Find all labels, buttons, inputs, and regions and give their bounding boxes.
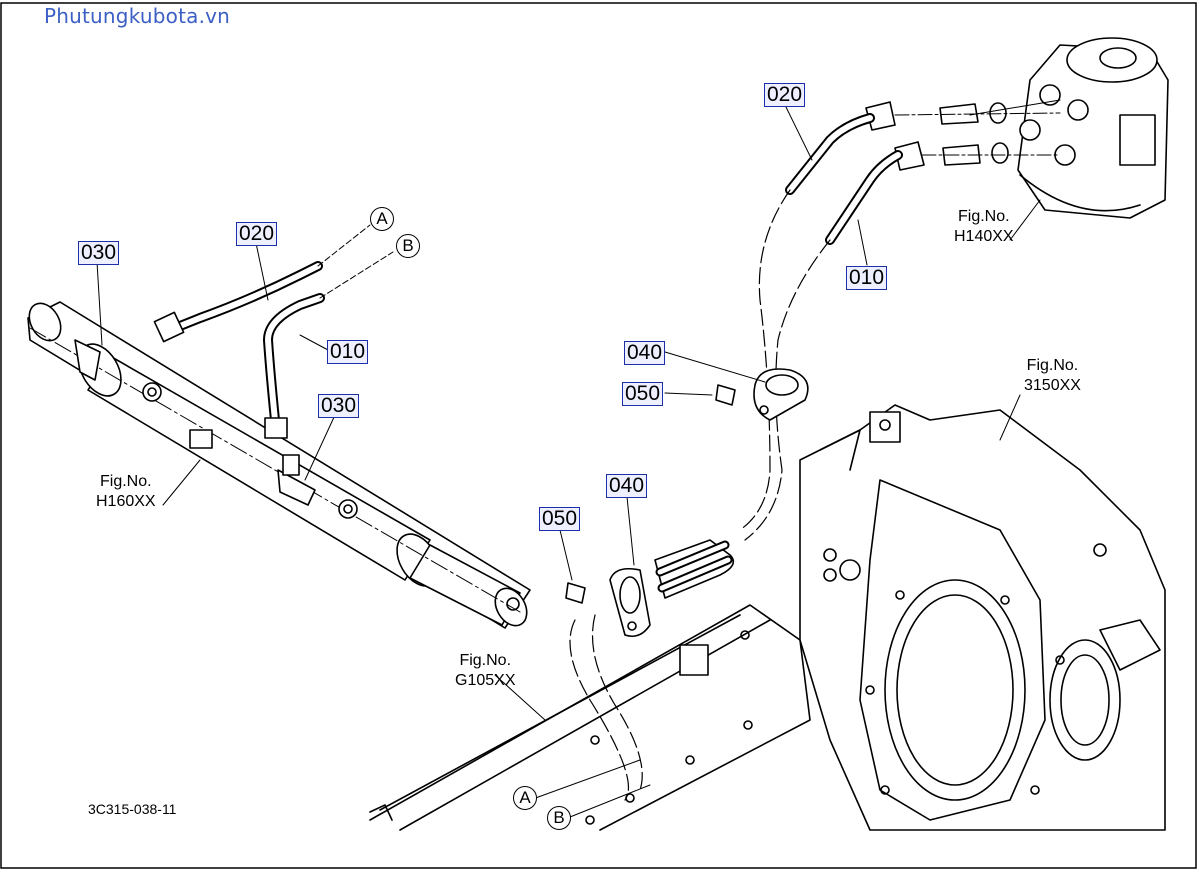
callout-010-left[interactable]: 010: [327, 340, 369, 364]
left-hose-010: [263, 251, 394, 439]
figref-3150xx-caption: Fig.No.: [1026, 357, 1079, 374]
figref-h140xx-caption: Fig.No.: [958, 208, 1010, 225]
marker-b-top: B: [396, 234, 420, 258]
callout-040-top[interactable]: 040: [624, 341, 666, 365]
marker-b-bottom: B: [547, 806, 571, 830]
callout-030-left-top[interactable]: 030: [78, 241, 120, 265]
callout-040-bottom[interactable]: 040: [606, 474, 648, 498]
clamp-bottom: [565, 539, 735, 638]
callout-050-top[interactable]: 050: [622, 382, 664, 406]
front-frame: [369, 604, 811, 831]
figref-h160xx[interactable]: Fig.No. H160XX: [96, 472, 156, 512]
figref-h140xx-code: H140XX: [954, 228, 1014, 245]
elbow-fittings: [74, 339, 316, 506]
right-fittings: [865, 101, 1061, 171]
figref-h140xx[interactable]: Fig.No. H140XX: [954, 207, 1014, 247]
steering-cylinder: [27, 301, 531, 629]
figref-h160xx-caption: Fig.No.: [100, 473, 152, 490]
callout-010-right[interactable]: 010: [846, 266, 888, 290]
callout-030-left-mid[interactable]: 030: [318, 394, 360, 418]
image-code: 3C315-038-11: [88, 801, 177, 817]
marker-a-top: A: [370, 207, 394, 231]
marker-a-bottom: A: [513, 786, 537, 810]
clamp-top: [715, 368, 809, 421]
site-watermark[interactable]: Phutungkubota.vn: [44, 4, 231, 28]
figref-g105xx-code: G105XX: [455, 672, 516, 689]
figref-h160xx-code: H160XX: [96, 493, 156, 510]
left-hose-020: [153, 224, 371, 343]
transmission-housing: [799, 404, 1166, 831]
right-hose-020: [739, 113, 875, 531]
figref-3150xx[interactable]: Fig.No. 3150XX: [1024, 356, 1081, 396]
callout-050-bottom[interactable]: 050: [539, 507, 581, 531]
steering-unit: [1017, 37, 1169, 219]
callout-020-left[interactable]: 020: [236, 222, 278, 246]
callout-020-right[interactable]: 020: [764, 83, 806, 107]
figref-g105xx-caption: Fig.No.: [459, 652, 512, 669]
leader-lines: [96, 99, 1061, 721]
figref-3150xx-code: 3150XX: [1024, 377, 1081, 394]
figref-g105xx[interactable]: Fig.No. G105XX: [455, 651, 515, 691]
